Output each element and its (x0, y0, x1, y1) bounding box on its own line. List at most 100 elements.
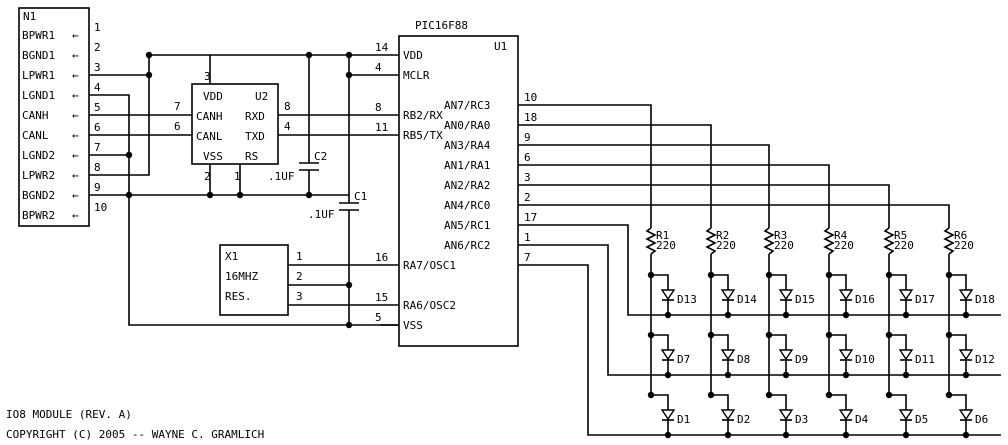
resistor-value: 220 (834, 239, 854, 252)
mcu-left-pin-label: RB5/TX (403, 129, 443, 142)
resistor-symbol (763, 227, 775, 255)
resistor-value: 220 (954, 239, 974, 252)
connector-pin-number: 8 (94, 161, 101, 174)
connector-body (18, 7, 90, 227)
junction (842, 431, 850, 439)
diode-label: D3 (795, 413, 808, 426)
cap-c2-value: .1UF (268, 170, 295, 183)
wire (949, 274, 967, 290)
mcu-right-pin-label: AN2/RA2 (444, 179, 490, 192)
u2-pin-txd-label: TXD (245, 130, 265, 143)
mcu-left-pin-number: 16 (375, 251, 388, 264)
junction (782, 431, 790, 439)
wire (889, 334, 907, 350)
mcu-right-pin-number: 10 (524, 91, 537, 104)
resistor-ref: R4 (834, 229, 848, 242)
resistor-ref: R6 (954, 229, 967, 242)
mcu-right-pin-number: 7 (524, 251, 531, 264)
u2-pin-num-4: 4 (284, 120, 291, 133)
diode-label: D13 (677, 293, 697, 306)
mcu-right-pin-label: AN3/RA4 (444, 139, 491, 152)
diode-label: D2 (737, 413, 750, 426)
wire (711, 274, 729, 290)
wire (518, 164, 830, 228)
mcu-left-pin-label: VSS (403, 319, 423, 332)
junction (782, 311, 790, 319)
footer-title: IO8 MODULE (REV. A) (6, 408, 132, 421)
junction (664, 311, 672, 319)
junction (724, 431, 732, 439)
connector-pin-arrow-icon: ← (72, 209, 79, 222)
junction (782, 371, 790, 379)
connector-pin-arrow-icon: ← (72, 109, 79, 122)
diode-symbol (958, 349, 974, 361)
diode-symbol (898, 349, 914, 361)
junction (724, 311, 732, 319)
mcu-right-pin-number: 9 (524, 131, 531, 144)
connector-pin-arrow-icon: ← (72, 189, 79, 202)
resistor-symbol (705, 227, 717, 255)
footer-copyright: COPYRIGHT (C) 2005 -- WAYNE C. GRAMLICH (6, 428, 264, 441)
connector-pin-label: LPWR2 (22, 169, 55, 182)
connector-pin-arrow-icon: ← (72, 129, 79, 142)
mcu-left-pin-label: RB2/RX (403, 109, 443, 122)
connector-pin-number: 3 (94, 61, 101, 74)
u2-pin-num-8: 8 (284, 100, 291, 113)
connector-pin-number: 4 (94, 81, 101, 94)
junction (962, 431, 970, 439)
resistor-value: 220 (774, 239, 794, 252)
junctions (125, 51, 353, 329)
diode-label: D10 (855, 353, 875, 366)
diode-symbol (660, 409, 676, 421)
diode-symbol (778, 409, 794, 421)
connector-pin-label: BPWR2 (22, 209, 55, 222)
diode-symbol (838, 349, 854, 361)
junction (664, 371, 672, 379)
resonator-ref: X1 (225, 250, 238, 263)
diode-label: D6 (975, 413, 988, 426)
connector-pin-arrow-icon: ← (72, 149, 79, 162)
diode-symbol (838, 409, 854, 421)
wire (829, 274, 847, 290)
diode-label: D15 (795, 293, 815, 306)
diode-label: D18 (975, 293, 995, 306)
u2-pin-vss-label: VSS (203, 150, 223, 163)
resistor-ref: R2 (716, 229, 729, 242)
mcu-right-pin-label: AN4/RC0 (444, 199, 490, 212)
wire (518, 264, 1001, 436)
junction (962, 311, 970, 319)
diode-symbol (720, 409, 736, 421)
diode-label: D16 (855, 293, 875, 306)
connector-pin-label: LGND1 (22, 89, 55, 102)
mcu-right-pin-label: AN7/RC3 (444, 99, 490, 112)
diode-label: D14 (737, 293, 757, 306)
wire (651, 274, 669, 290)
mcu-right-pin-label: AN5/RC1 (444, 219, 490, 232)
resistor-symbol (645, 227, 657, 255)
connector-ref: N1 (23, 10, 36, 23)
resonator-type: RES. (225, 290, 252, 303)
resistor-value: 220 (716, 239, 736, 252)
resistor-value: 220 (894, 239, 914, 252)
mcu-left-pin-number: 14 (375, 41, 389, 54)
connector-pin-number: 10 (94, 201, 107, 214)
wire (769, 394, 787, 410)
cap-c1-value: .1UF (308, 208, 335, 221)
resonator-pin-2: 2 (296, 270, 303, 283)
mcu-right-pin-number: 1 (524, 231, 531, 244)
mcu-left-pin-number: 5 (375, 311, 382, 324)
mcu-left-pin-label: VDD (403, 49, 423, 62)
wire (518, 204, 950, 228)
connector-pin-number: 5 (94, 101, 101, 114)
junction (842, 371, 850, 379)
diode-label: D17 (915, 293, 935, 306)
connector-pin-arrow-icon: ← (72, 29, 79, 42)
mcu-left-pin-number: 4 (375, 61, 382, 74)
junction (724, 371, 732, 379)
resistor-ref: R3 (774, 229, 787, 242)
u2-pin-num-3: 3 (204, 70, 211, 83)
connector-pin-label: BGND2 (22, 189, 55, 202)
mcu-part: PIC16F88 (415, 19, 468, 32)
